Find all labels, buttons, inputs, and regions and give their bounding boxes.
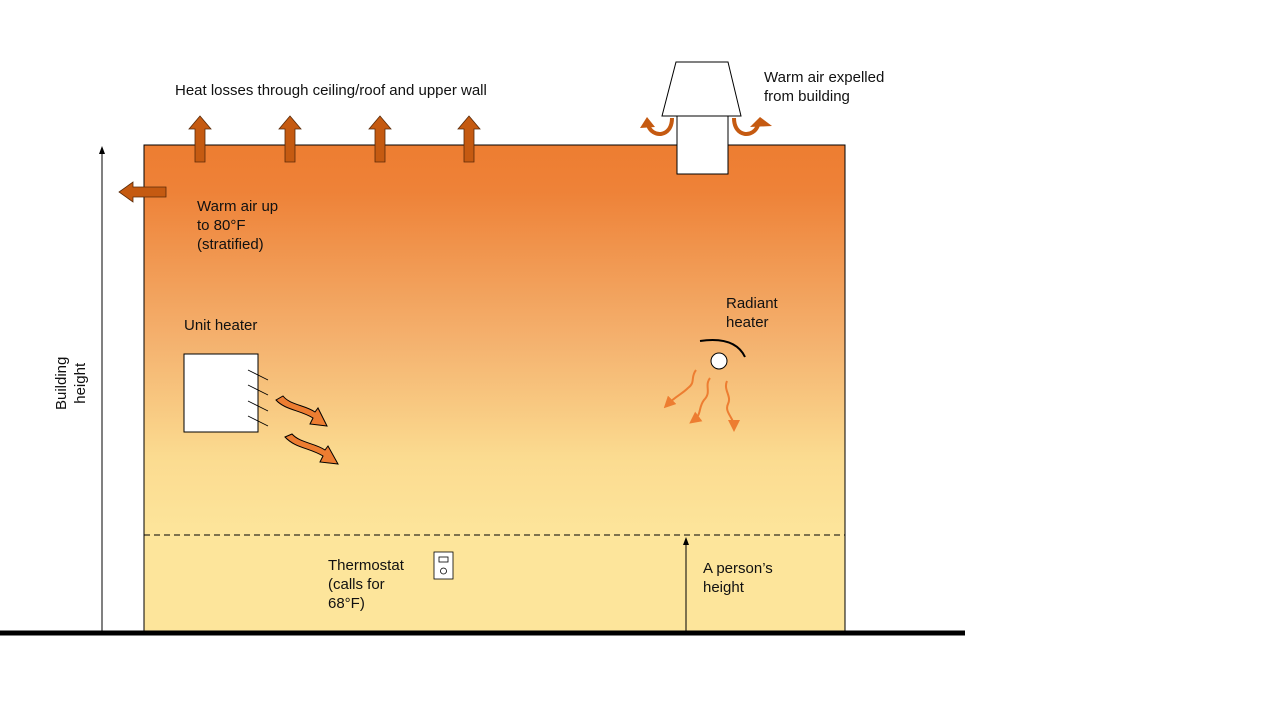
building-height-label: Building height bbox=[53, 356, 89, 410]
warm-air-expelled-label: Warm air expelled from building bbox=[764, 69, 885, 105]
radiant-heater-label: Radiant heater bbox=[726, 295, 778, 331]
heat-losses-label: Heat losses through ceiling/roof and upp… bbox=[175, 82, 487, 99]
radiant-heater bbox=[663, 339, 746, 432]
left-arrow-icon bbox=[118, 181, 167, 203]
curved-arrow-icon bbox=[646, 117, 674, 136]
heat-loss-arrows bbox=[118, 115, 481, 203]
person-height-label: A person’s height bbox=[703, 560, 773, 596]
warm-air-arrow-icon bbox=[275, 395, 328, 427]
up-arrow-icon bbox=[188, 115, 212, 163]
thermostat-label: Thermostat (calls for 68°F) bbox=[328, 557, 404, 612]
warm-air-stratified-label: Warm air up to 80°F (stratified) bbox=[197, 198, 279, 253]
up-arrow-icon bbox=[457, 115, 481, 163]
building bbox=[143, 144, 846, 633]
unit-heater-label: Unit heater bbox=[184, 317, 258, 334]
reflector-arc bbox=[699, 339, 746, 358]
up-arrow-icon bbox=[368, 115, 392, 163]
curved-arrow-icon bbox=[732, 117, 760, 136]
roof-vent bbox=[661, 61, 742, 175]
unit-heater bbox=[183, 353, 339, 465]
warm-air-arrow-icon bbox=[284, 433, 339, 465]
thermostat-icon bbox=[433, 551, 454, 580]
up-arrow-icon bbox=[278, 115, 302, 163]
expelled-air-arrows bbox=[640, 117, 772, 136]
radiant-bulb-icon bbox=[710, 352, 728, 370]
